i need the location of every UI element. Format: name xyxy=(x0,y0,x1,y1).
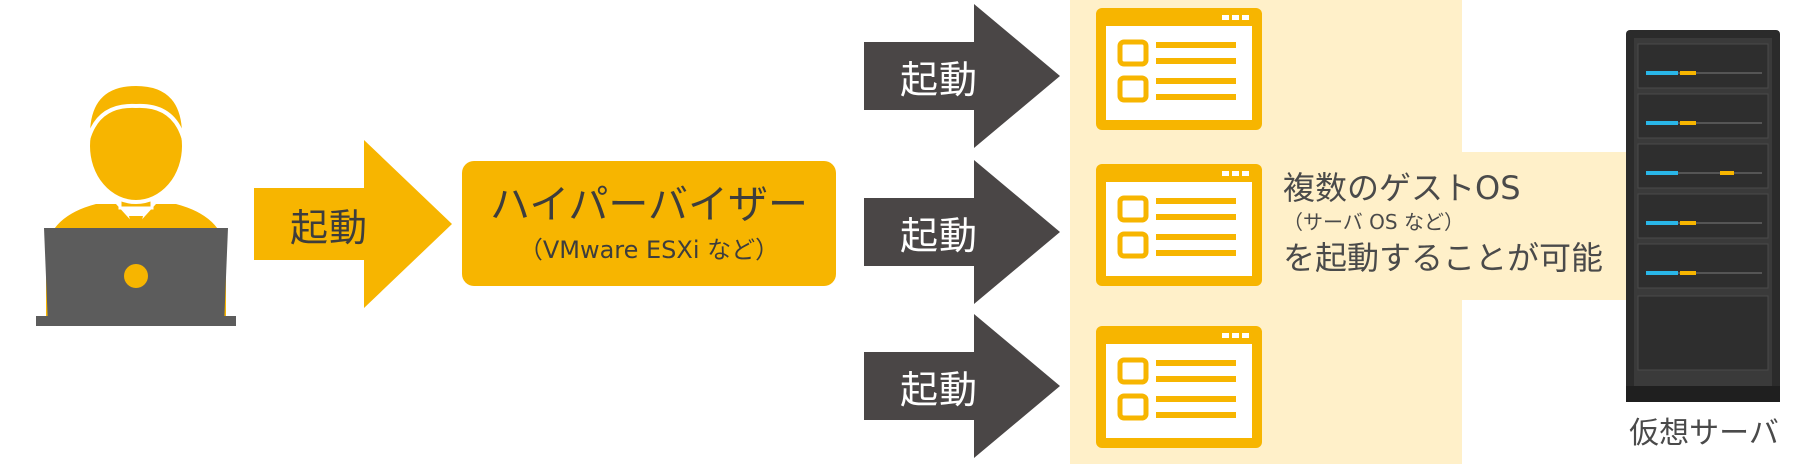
launch-arrow-label: 起動 xyxy=(289,205,368,250)
window-list-icon xyxy=(1096,326,1262,448)
vm-launch-arrow-label-1: 起動 xyxy=(899,57,978,102)
server-rack-icon xyxy=(1626,30,1780,402)
launch-arrow xyxy=(254,140,452,308)
server-label: 仮想サーバ xyxy=(1629,416,1779,451)
vm-launch-arrow-label-3: 起動 xyxy=(899,367,978,412)
vm-launch-arrow-3 xyxy=(864,314,1060,458)
vm-launch-arrow-1 xyxy=(864,4,1060,148)
window-list-icon xyxy=(1096,8,1262,130)
guest-os-description: 複数のゲストOS （サーバ OS など） を起動することが可能 xyxy=(1283,168,1603,280)
person-with-laptop-icon xyxy=(36,81,236,326)
hypervisor-subtitle: （VMware ESXi など） xyxy=(518,236,780,264)
hypervisor-box: ハイパーバイザー （VMware ESXi など） xyxy=(462,161,836,286)
guest-os-description-line3: を起動することが可能 xyxy=(1283,239,1604,277)
hypervisor-title: ハイパーバイザー xyxy=(490,182,808,228)
window-list-icon xyxy=(1096,164,1262,286)
vm-launch-arrow-2 xyxy=(864,160,1060,304)
guest-os-description-line1: 複数のゲストOS xyxy=(1283,169,1521,207)
vm-launch-arrow-label-2: 起動 xyxy=(899,213,978,258)
guest-os-description-line2: （サーバ OS など） xyxy=(1283,210,1464,234)
guest-os-panel-connector xyxy=(1462,152,1632,300)
